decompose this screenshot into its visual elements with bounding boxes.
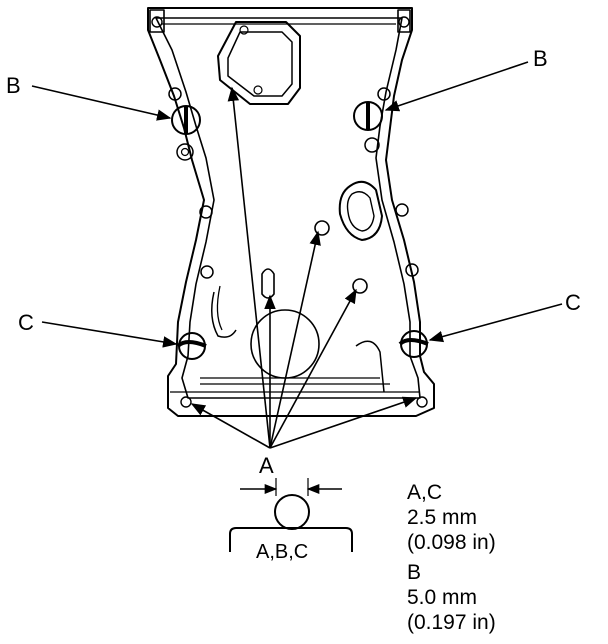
- spec-b-in: (0.197 in): [407, 611, 496, 634]
- oil-passage-outer: [338, 180, 383, 241]
- sealant-points-c: [176, 330, 429, 360]
- label-c-right: C: [565, 290, 581, 315]
- label-b-right: B: [533, 46, 548, 71]
- spec-ac-mm: 2.5 mm: [407, 506, 478, 529]
- label-c-left: C: [18, 310, 34, 335]
- cover-outer-edge: [147, 7, 435, 417]
- label-b-left: B: [6, 73, 21, 98]
- leader-arrows: [31, 61, 563, 449]
- spec-b-mm: 5.0 mm: [407, 586, 478, 609]
- label-section-abc: A,B,C: [256, 541, 308, 563]
- spec-ac-parts: A,C: [407, 481, 443, 504]
- upper-port-inner: [227, 31, 293, 97]
- upper-port-outer: [217, 21, 301, 105]
- spec-ac-in: (0.098 in): [407, 531, 496, 554]
- spec-list: A,C 2.5 mm (0.098 in) B 5.0 mm (0.197 in…: [407, 480, 496, 635]
- sealant-points-b: [171, 101, 383, 135]
- bead-profile: [274, 494, 310, 530]
- label-a: A: [259, 453, 274, 478]
- mating-surface: [229, 527, 353, 552]
- spec-b-parts: B: [407, 561, 422, 584]
- bead-section-detail: [229, 478, 353, 552]
